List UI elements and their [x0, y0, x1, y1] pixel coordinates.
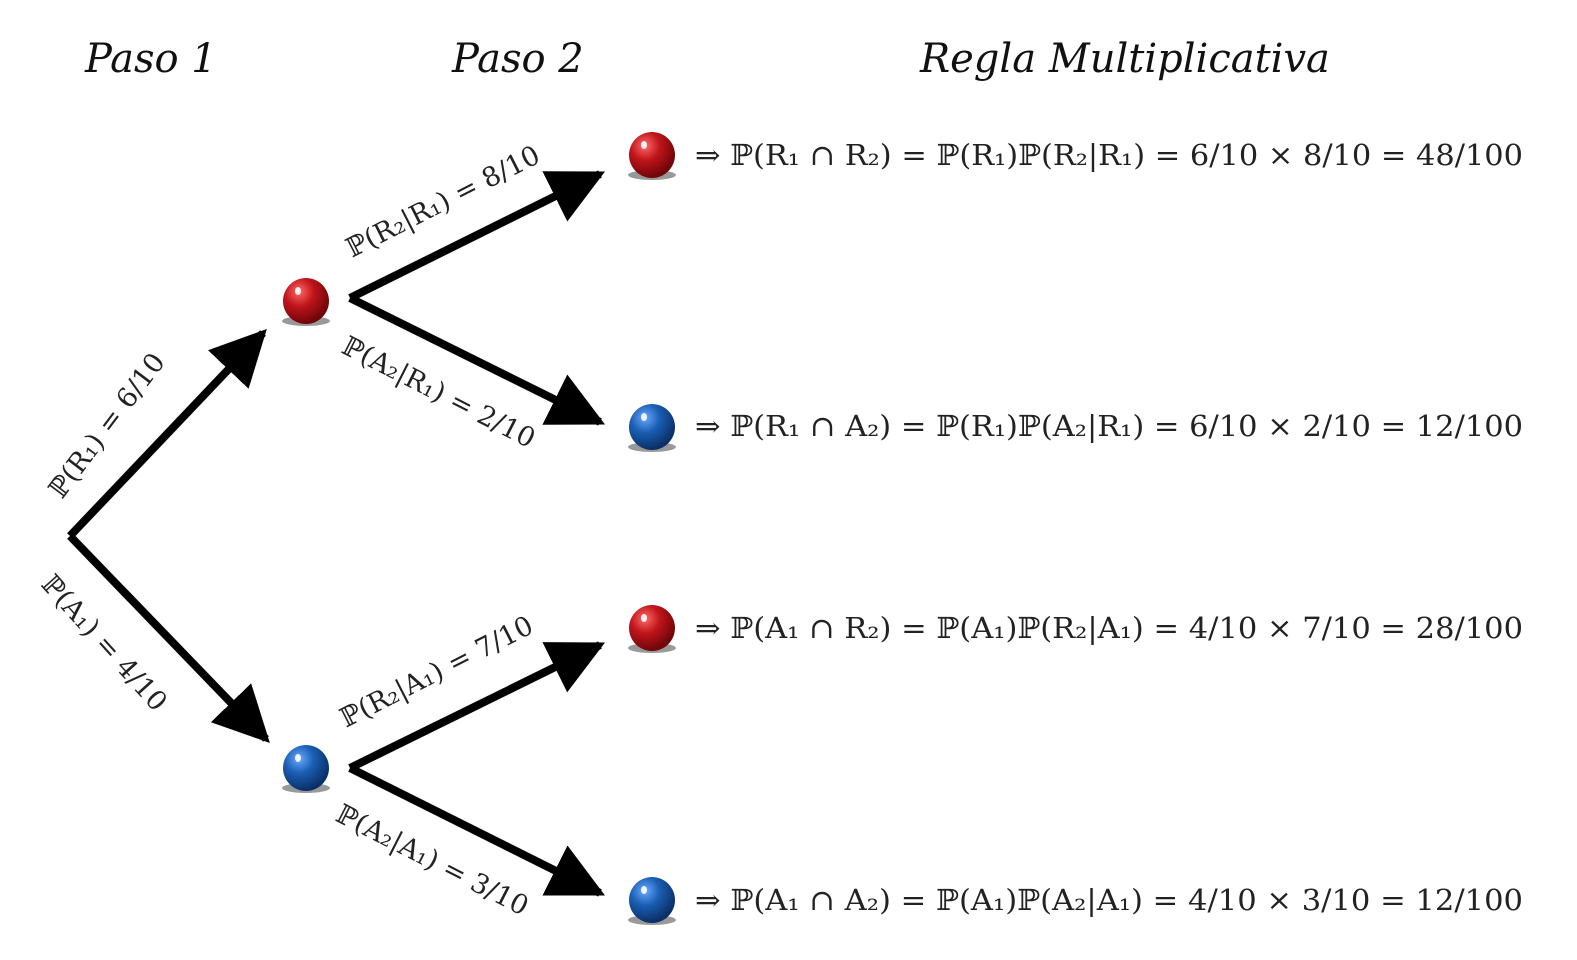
- blue-ball-outcome-2: [628, 404, 676, 452]
- arrow-root-to-red: [67, 328, 267, 539]
- label-p-a2-given-a1: ℙ(A₂|A₁) = 3/10: [331, 799, 534, 923]
- result-r1-r2: ⇒ ℙ(R₁ ∩ R₂) = ℙ(R₁)ℙ(R₂|R₁) = 6/10 × 8/…: [695, 138, 1523, 172]
- blue-ball-step1: [282, 745, 330, 793]
- result-a1-r2: ⇒ ℙ(A₁ ∩ R₂) = ℙ(A₁)ℙ(R₂|A₁) = 4/10 × 7/…: [695, 611, 1523, 645]
- header-step1: Paso 1: [84, 36, 217, 82]
- label-p-a1: ℙ(A₁) = 4/10: [35, 569, 173, 718]
- header-step2: Paso 2: [451, 36, 584, 82]
- red-ball-outcome-3: [628, 605, 676, 653]
- result-r1-a2: ⇒ ℙ(R₁ ∩ A₂) = ℙ(R₁)ℙ(A₂|R₁) = 6/10 × 2/…: [695, 409, 1523, 443]
- arrow-root-to-blue: [67, 533, 270, 744]
- red-ball-step1: [282, 278, 330, 326]
- result-a1-a2: ⇒ ℙ(A₁ ∩ A₂) = ℙ(A₁)ℙ(A₂|A₁) = 4/10 × 3/…: [695, 883, 1523, 917]
- arrow-a1-to-a2: [348, 764, 606, 897]
- red-ball-outcome-1: [628, 132, 676, 180]
- label-p-r2-given-r1: ℙ(R₂|R₁) = 8/10: [341, 140, 545, 264]
- label-p-a2-given-r1: ℙ(A₂|R₁) = 2/10: [337, 331, 540, 455]
- arrow-r1-to-r2: [348, 170, 606, 302]
- header-rule: Regla Multiplicativa: [919, 36, 1330, 82]
- arrow-r1-to-a2: [348, 294, 606, 426]
- arrow-a1-to-r2: [348, 641, 606, 772]
- label-p-r1: ℙ(R₁) = 6/10: [43, 347, 172, 504]
- blue-ball-outcome-4: [628, 877, 676, 925]
- label-p-r2-given-a1: ℙ(R₂|A₁) = 7/10: [335, 610, 538, 734]
